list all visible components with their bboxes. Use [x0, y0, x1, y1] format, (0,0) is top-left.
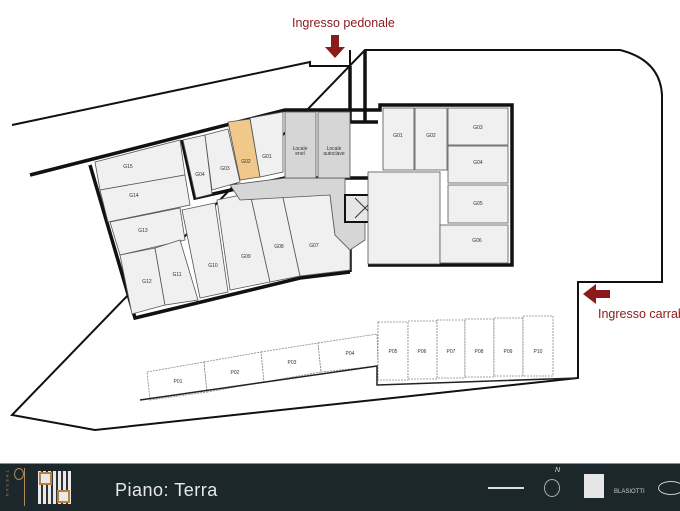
- parking-label: P07: [447, 349, 456, 355]
- unit-right-G05[interactable]: [447, 184, 509, 224]
- parking-P03[interactable]: [260, 342, 322, 383]
- parking-P07[interactable]: [436, 319, 466, 379]
- unit-label: G03: [473, 125, 483, 131]
- parking-label: P01: [174, 379, 183, 385]
- brand-logo: THESAN: [4, 468, 25, 506]
- unit-G03[interactable]: [204, 128, 241, 191]
- brand-vertical-text: THESAN: [5, 470, 10, 499]
- unit-label: G12: [142, 279, 152, 285]
- unit-label: G10: [208, 263, 218, 269]
- qr-code[interactable]: [38, 471, 71, 504]
- unit-label: G15: [123, 164, 133, 170]
- parking-label: P10: [534, 349, 543, 355]
- parking-label: P09: [504, 349, 513, 355]
- partner-logo-1: [584, 474, 604, 498]
- scale-bar-icon: [488, 487, 524, 489]
- unit-label: G04: [473, 160, 483, 166]
- locale-enel: [284, 111, 317, 179]
- floor-title: Piano: Terra: [115, 480, 218, 500]
- unit-G13[interactable]: [109, 207, 186, 256]
- locale-autoclave: [317, 111, 351, 179]
- footer-bar: THESAN Piano: Terra N BLASIOTTI: [0, 463, 680, 511]
- pedestrian-entrance-label: Ingresso pedonale: [292, 16, 395, 30]
- arrow-left-icon: [583, 284, 610, 304]
- unit-label: G02: [426, 133, 436, 139]
- unit-G10[interactable]: [181, 202, 229, 299]
- unit-label: G01: [393, 133, 403, 139]
- service-label: autoclave: [323, 151, 345, 157]
- parking-label: P02: [231, 370, 240, 376]
- service-label: Locale: [327, 146, 342, 152]
- unit-right-G04[interactable]: [447, 145, 509, 184]
- unit-label: G08: [274, 244, 284, 250]
- parking: P01 P02 P03 P04 P05 P06 P07 P08 P09 P10: [139, 315, 579, 401]
- parking-label: P06: [418, 349, 427, 355]
- parking-P09[interactable]: [493, 317, 524, 377]
- parking-P08[interactable]: [464, 318, 495, 378]
- unit-right-G06[interactable]: [439, 224, 509, 264]
- unit-label: G03: [220, 166, 230, 172]
- lobby: [367, 171, 441, 265]
- unit-label: G05: [473, 201, 483, 207]
- building-wall: [29, 103, 514, 321]
- vehicle-entrance-label: Ingresso carrabile: [598, 307, 680, 321]
- unit-label: G02: [241, 159, 251, 165]
- unit-label: G07: [309, 243, 319, 249]
- partner-logo-3: [658, 481, 680, 495]
- unit-G14[interactable]: [99, 174, 191, 223]
- arrow-down-icon: [325, 35, 345, 58]
- unit-label: G06: [472, 238, 482, 244]
- parking-wall: [139, 365, 579, 401]
- unit-label: G01: [262, 154, 272, 160]
- parking-label: P04: [346, 351, 355, 357]
- north-label: N: [555, 467, 561, 474]
- unit-G04[interactable]: [182, 134, 213, 199]
- service-label: Locale: [293, 146, 308, 152]
- unit-G01[interactable]: [249, 111, 284, 178]
- partner-logo-blasiotti: BLASIOTTI: [614, 489, 645, 495]
- parking-P10[interactable]: [522, 315, 554, 377]
- unit-label: G14: [129, 193, 139, 199]
- unit-label: G04: [195, 172, 205, 178]
- unit-right-G01[interactable]: [382, 107, 415, 171]
- parking-label: P03: [288, 360, 297, 366]
- service-label: enel: [295, 151, 304, 157]
- unit-label: G13: [138, 228, 148, 234]
- unit-label: G11: [172, 272, 181, 278]
- parking-label: P05: [389, 349, 398, 355]
- unit-label: G09: [241, 254, 251, 260]
- unit-G11[interactable]: [154, 239, 199, 306]
- units-right: G01 G02 G03 G04 G05 G06: [382, 107, 509, 264]
- compass-icon: [544, 479, 560, 497]
- floor-plan: G15 G14 G13 G12 G11 G10 G09 G08 G07 G04 …: [9, 16, 680, 432]
- unit-right-G03[interactable]: [447, 107, 509, 146]
- units-left: G15 G14 G13 G12 G11 G10 G09 G08 G07 G04 …: [94, 111, 366, 315]
- unit-right-G02[interactable]: [414, 107, 448, 171]
- parking-label: P08: [475, 349, 484, 355]
